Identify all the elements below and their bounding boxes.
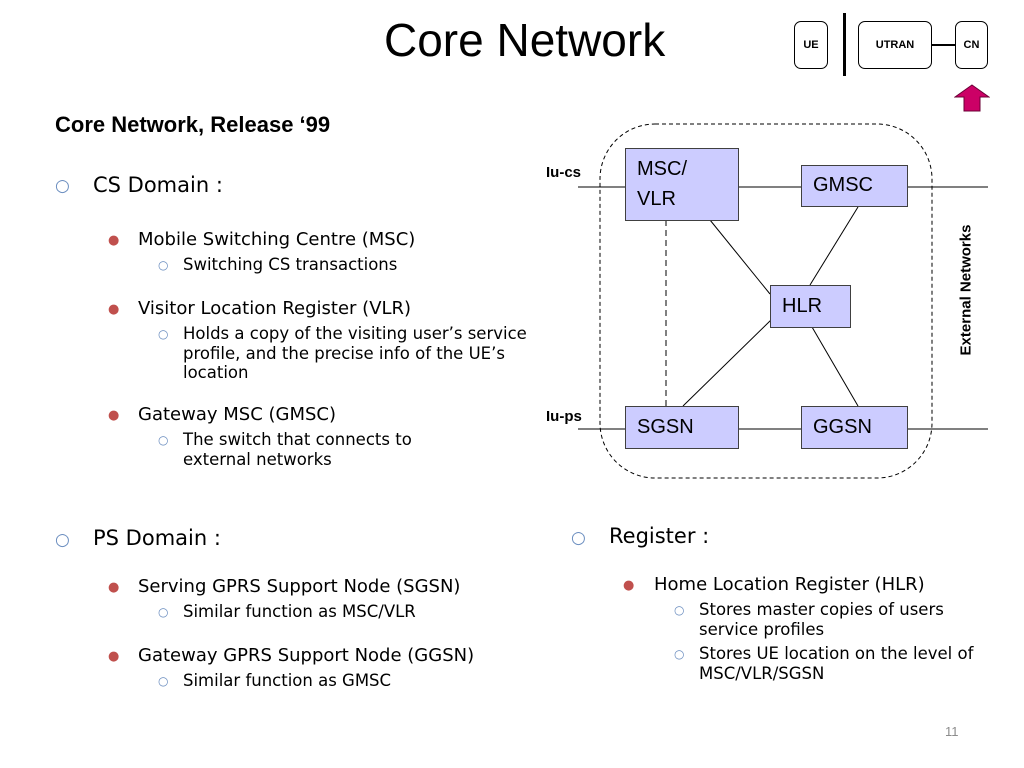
ps-domain-heading: PS Domain : (93, 526, 221, 550)
bullet-icon: ● (108, 580, 120, 595)
bullet-icon: ○ (158, 258, 169, 272)
vlr-item: Visitor Location Register (VLR) (138, 298, 412, 319)
bullet-icon: ○ (158, 674, 169, 688)
gmsc-description: The switch that connects to external net… (183, 430, 412, 469)
bullet-icon: ○ (158, 433, 169, 447)
bullet-icon: ○ (674, 603, 685, 617)
msc-hlr-link (709, 219, 771, 295)
sgsn-label: SGSN (637, 416, 694, 438)
current-section-arrow-icon (954, 84, 990, 112)
iu-ps-label: Iu-ps (546, 408, 582, 425)
utran-nav-box[interactable]: UTRAN (858, 21, 932, 69)
bullet-icon: ● (108, 302, 120, 317)
section-subtitle: Core Network, Release ‘99 (55, 112, 331, 137)
hlr-node: HLR (770, 285, 851, 328)
bullet-icon: ○ (55, 176, 70, 196)
ggsn-description: Similar function as GMSC (183, 671, 392, 690)
msc-vlr-label-line1: MSC/ (637, 158, 687, 180)
msc-vlr-node: MSC/ VLR (625, 148, 739, 221)
register-heading: Register : (609, 524, 710, 548)
vlr-description: Holds a copy of the visiting user’s serv… (183, 324, 527, 382)
gmsc-hlr-link (809, 206, 859, 286)
msc-vlr-label-line2: VLR (637, 188, 676, 210)
bullet-icon: ● (623, 578, 635, 593)
ggsn-item: Gateway GPRS Support Node (GGSN) (138, 645, 475, 666)
bullet-icon: ○ (158, 605, 169, 619)
gmsc-node: GMSC (801, 165, 908, 207)
hlr-item: Home Location Register (HLR) (654, 574, 925, 595)
bullet-icon: ○ (571, 528, 586, 548)
sgsn-node: SGSN (625, 406, 739, 449)
page-number: 11 (945, 724, 959, 739)
hlr-label: HLR (782, 295, 823, 317)
cn-nav-box[interactable]: CN (955, 21, 988, 69)
iu-cs-label: Iu-cs (546, 164, 582, 181)
external-networks-label: External Networks (957, 224, 975, 356)
hlr-description-2: Stores UE location on the level of MSC/V… (699, 644, 974, 683)
bullet-icon: ○ (674, 647, 685, 661)
sgsn-item: Serving GPRS Support Node (SGSN) (138, 576, 461, 597)
msc-item: Mobile Switching Centre (MSC) (138, 229, 416, 250)
bullet-icon: ● (108, 408, 120, 423)
hlr-ggsn-link (811, 326, 859, 407)
ggsn-node: GGSN (801, 406, 908, 449)
msc-description: Switching CS transactions (183, 255, 398, 274)
bullet-icon: ○ (158, 327, 169, 341)
cs-domain-heading: CS Domain : (93, 173, 223, 197)
hlr-sgsn-link (682, 318, 773, 407)
gmsc-item: Gateway MSC (GMSC) (138, 404, 336, 425)
core-network-boundary (599, 123, 933, 479)
gmsc-label: GMSC (813, 174, 873, 196)
page-title: Core Network (384, 14, 666, 66)
sgsn-description: Similar function as MSC/VLR (183, 602, 416, 621)
bullet-icon: ● (108, 649, 120, 664)
bullet-icon: ○ (55, 530, 70, 550)
bullet-icon: ● (108, 233, 120, 248)
ggsn-label: GGSN (813, 416, 872, 438)
utran-cn-link (932, 44, 955, 46)
air-interface-divider (843, 13, 846, 76)
hlr-description-1: Stores master copies of users service pr… (699, 600, 944, 639)
ue-nav-box[interactable]: UE (794, 21, 828, 69)
